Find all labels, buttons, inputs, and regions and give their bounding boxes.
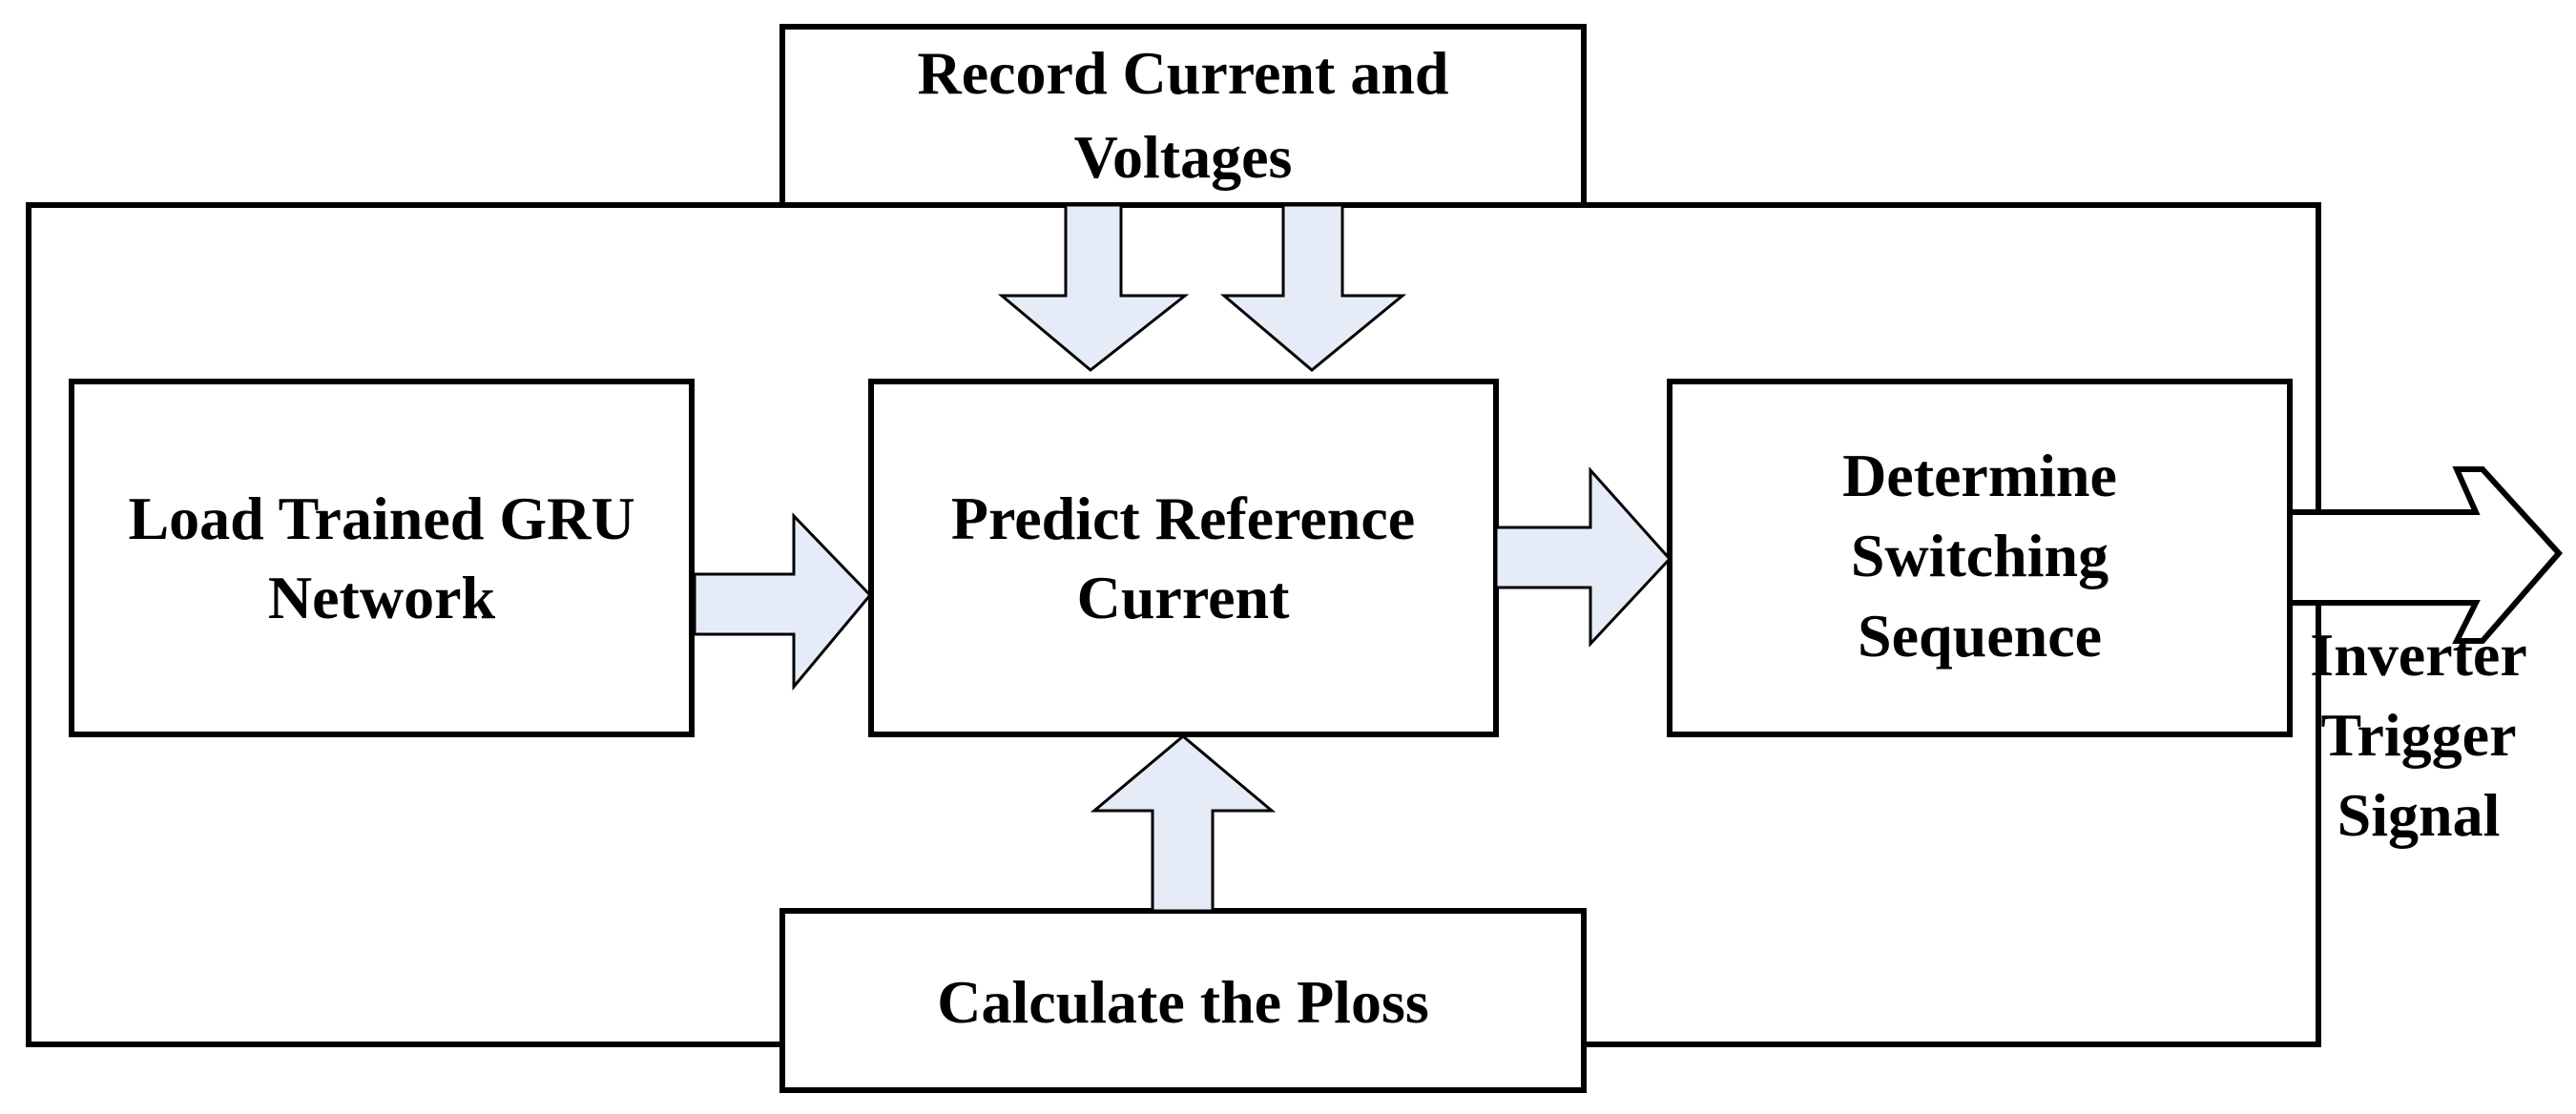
predict-to-determine-arrow [1494,466,1672,648]
load-gru-label-line1: Load Trained GRU [128,485,634,552]
output-label: Inverter Trigger Signal [2310,621,2526,849]
ploss-label: Calculate the Ploss [937,968,1429,1036]
record-block: Record Current and Voltages [779,24,1587,208]
ploss-block: Calculate the Ploss [779,908,1587,1093]
load-gru-label-line2: Network [268,564,496,631]
record-to-predict-arrow-right [1219,203,1407,372]
determine-block: Determine Switching Sequence [1667,379,2293,737]
record-label-line1: Record Current and [918,39,1449,107]
determine-box [1667,379,2293,737]
predict-label-line1: Predict Reference [951,485,1415,552]
predict-box [868,379,1499,737]
determine-label-line1: Determine [1842,442,2117,509]
record-box [779,24,1587,208]
record-label-line2: Voltages [1074,123,1293,191]
output-label-line2: Trigger [2321,701,2517,769]
predict-label-line2: Current [1077,564,1290,631]
load-gru-block: Load Trained GRU Network [69,379,695,737]
determine-label-line3: Sequence [1858,602,2102,670]
load-gru-box [69,379,695,737]
output-label-line3: Signal [2337,781,2501,849]
output-trigger-arrow [2287,466,2564,644]
ploss-to-predict-arrow [1090,734,1277,913]
record-to-predict-arrow-left [997,203,1190,372]
predict-block: Predict Reference Current [868,379,1499,737]
load-to-predict-arrow [693,512,873,691]
determine-label-line2: Switching [1851,522,2109,589]
output-label-line1: Inverter [2310,621,2526,689]
